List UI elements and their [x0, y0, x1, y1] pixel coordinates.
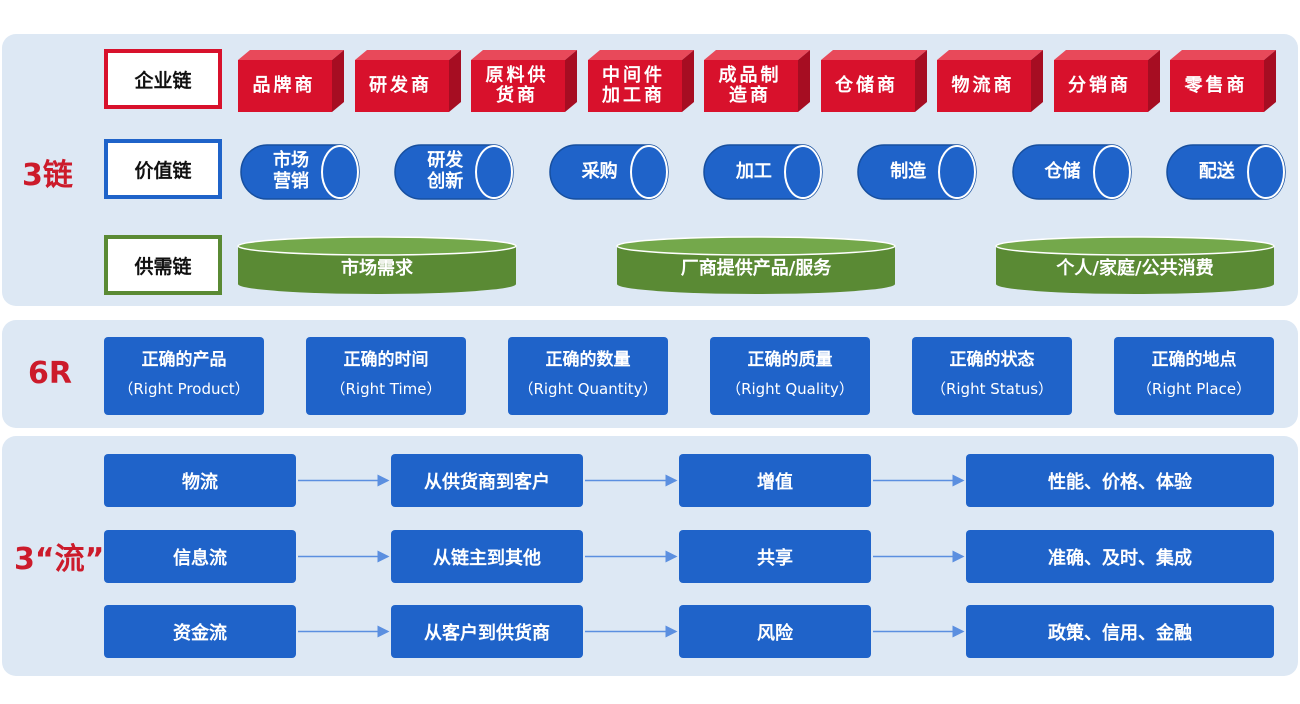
enterprise-box-label: 品牌商: [252, 75, 316, 96]
flow-box: 准确、及时、集成: [966, 530, 1274, 583]
six-r-box: 正确的地点 （Right Place）: [1114, 337, 1274, 415]
six-r-en: （Right Place）: [1136, 380, 1252, 398]
six-r-cn: 正确的地点: [1151, 350, 1237, 370]
six-r-cn: 正确的状态: [949, 350, 1035, 370]
six-r-box: 正确的状态 （Right Status）: [912, 337, 1072, 415]
flow-box: 资金流: [104, 605, 296, 658]
six-r-box: 正确的时间 （Right Time）: [306, 337, 466, 415]
flow-box: 增值: [679, 454, 871, 507]
supply-demand-label: 厂商提供产品/服务: [680, 258, 832, 279]
enterprise-box: 物流商: [937, 50, 1043, 112]
supply-demand-label: 市场需求: [341, 258, 413, 279]
chains-title: 3链: [22, 158, 73, 193]
value-chain-cylinder: 市场 营销: [240, 144, 360, 200]
six-r-en: （Right Quality）: [726, 380, 854, 398]
supply-demand-label: 个人/家庭/公共消费: [1056, 258, 1214, 279]
supply-demand-drum: 市场需求: [236, 236, 518, 296]
enterprise-box: 中间件 加工商: [587, 50, 694, 112]
value-chain-label: 采购: [581, 160, 618, 182]
enterprise-box-label: 原料供 货商: [485, 65, 549, 106]
flows-title: 3“流”: [14, 542, 105, 577]
six-r-box: 正确的数量 （Right Quantity）: [508, 337, 668, 415]
flow-box: 从供货商到客户: [391, 454, 583, 507]
value-chain-cylinder: 加工: [703, 144, 823, 200]
enterprise-box: 分销商: [1053, 50, 1160, 112]
six-r-en: （Right Status）: [930, 380, 1054, 398]
six-r-cn: 正确的数量: [545, 350, 631, 370]
enterprise-box: 品牌商: [238, 50, 344, 112]
value-chain-label: 制造: [890, 160, 927, 182]
six-r-box: 正确的产品 （Right Product）: [104, 337, 264, 415]
six-r-title: 6R: [28, 356, 72, 391]
enterprise-chain-label: 企业链: [104, 49, 222, 109]
enterprise-box-label: 仓储商: [835, 75, 898, 96]
value-chain-cylinder: 制造: [857, 144, 977, 200]
enterprise-box: 原料供 货商: [471, 50, 577, 112]
enterprise-box: 成品制 造商: [704, 50, 810, 112]
value-chain-label: 市场 营销: [273, 150, 309, 192]
value-chain-cylinder: 采购: [548, 144, 669, 200]
value-chain-label: 价值链: [104, 139, 222, 199]
six-r-cn: 正确的质量: [747, 350, 833, 370]
value-chain-cylinder: 配送: [1166, 144, 1286, 200]
value-chain-label: 研发 创新: [427, 150, 464, 192]
value-chain-cylinder: 仓储: [1011, 144, 1132, 200]
enterprise-box-label: 成品制 造商: [718, 65, 782, 106]
flow-box: 政策、信用、金融: [966, 605, 1274, 658]
flow-box: 从客户到供货商: [391, 605, 583, 658]
six-r-cn: 正确的产品: [141, 350, 227, 370]
supply-demand-drum: 厂商提供产品/服务: [615, 236, 897, 296]
value-chain-label: 配送: [1198, 160, 1235, 182]
enterprise-box-label: 零售商: [1184, 75, 1248, 96]
value-chain-cylinder: 研发 创新: [394, 144, 515, 200]
enterprise-box: 仓储商: [820, 50, 927, 112]
flow-box: 从链主到其他: [391, 530, 583, 583]
enterprise-box-label: 分销商: [1068, 75, 1131, 96]
value-chain-label: 加工: [735, 160, 772, 182]
flow-box: 信息流: [104, 530, 296, 583]
flow-box: 共享: [679, 530, 871, 583]
enterprise-box: 研发商: [354, 50, 461, 112]
flow-box: 物流: [104, 454, 296, 507]
six-r-en: （Right Product）: [118, 380, 250, 398]
enterprise-box-label: 研发商: [369, 75, 432, 96]
enterprise-box-label: 中间件 加工商: [602, 65, 665, 106]
supply-demand-chain-label: 供需链: [104, 235, 222, 295]
six-r-en: （Right Time）: [330, 380, 442, 398]
enterprise-box-label: 物流商: [951, 75, 1015, 96]
supply-demand-drum: 个人/家庭/公共消费: [994, 236, 1276, 296]
six-r-en: （Right Quantity）: [518, 380, 658, 398]
enterprise-box: 零售商: [1170, 50, 1276, 112]
six-r-box: 正确的质量 （Right Quality）: [710, 337, 870, 415]
flow-box: 性能、价格、体验: [966, 454, 1274, 507]
six-r-cn: 正确的时间: [343, 350, 429, 370]
value-chain-label: 仓储: [1044, 160, 1081, 182]
flow-box: 风险: [679, 605, 871, 658]
